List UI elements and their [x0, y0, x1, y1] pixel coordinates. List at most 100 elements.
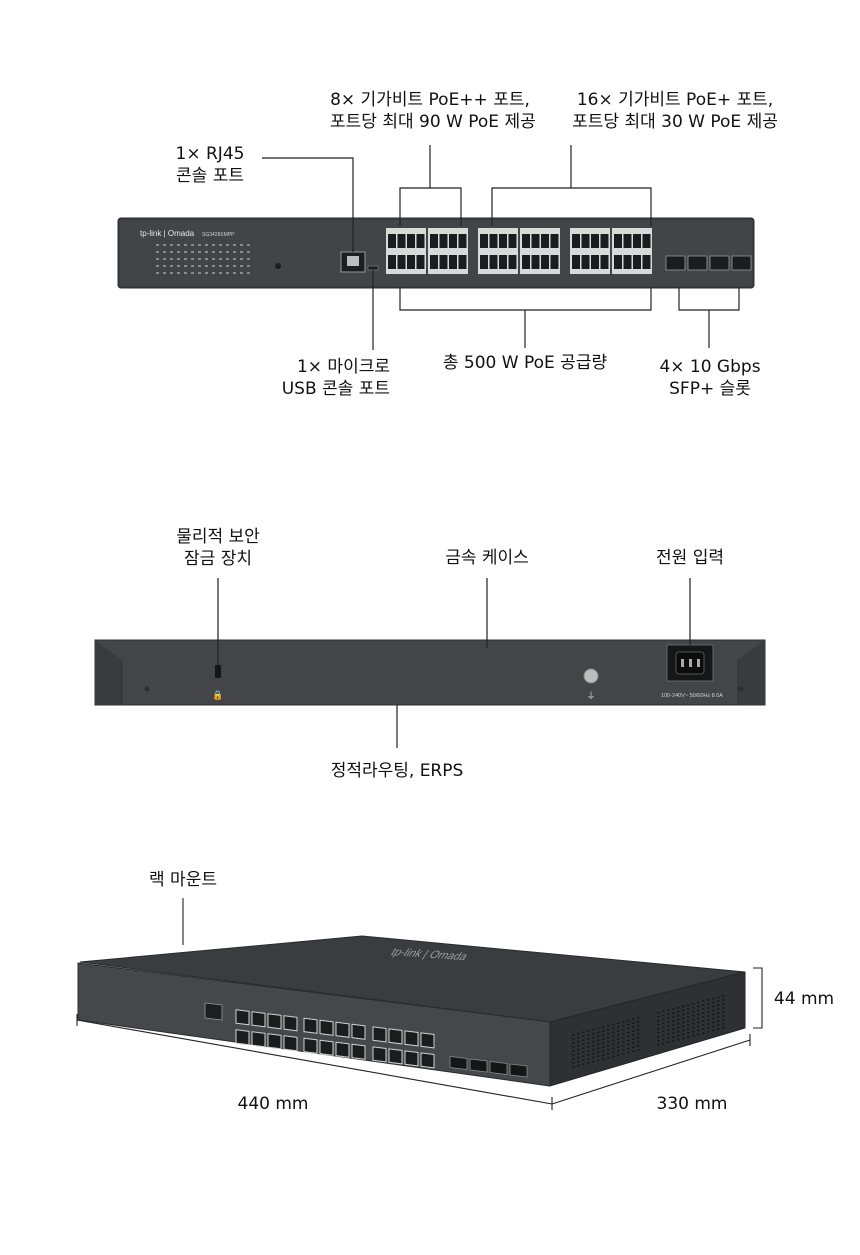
- vent-hole: [672, 1028, 675, 1030]
- angled-rj45-port: [235, 1009, 250, 1026]
- led-indicator: [219, 258, 222, 260]
- angled-rj45-port: [335, 1021, 350, 1038]
- vent-hole: [637, 1037, 640, 1039]
- vent-hole: [602, 1042, 605, 1044]
- angled-rj45-port: [404, 1030, 419, 1047]
- vent-hole: [577, 1032, 580, 1035]
- vent-hole: [622, 1025, 625, 1027]
- angled-rj45-port: [283, 1035, 298, 1052]
- vent-hole: [632, 1022, 635, 1024]
- vent-hole: [702, 1024, 705, 1026]
- label-poe-plus: 16× 기가비트 PoE+ 포트, 포트당 최대 30 W PoE 제공: [560, 89, 790, 133]
- vent-hole: [682, 1029, 685, 1032]
- vent-hole: [602, 1050, 605, 1052]
- vent-hole: [572, 1046, 575, 1048]
- vent-hole: [672, 1032, 675, 1034]
- vent-hole: [607, 1056, 610, 1059]
- vent-hole: [707, 1003, 710, 1005]
- label-rj45-console-line2: 콘솔 포트: [176, 166, 244, 186]
- vent-hole: [687, 1036, 690, 1038]
- vent-hole: [622, 1049, 625, 1051]
- led-indicator: [163, 265, 166, 267]
- led-indicator: [240, 251, 243, 253]
- vent-hole: [707, 1027, 710, 1029]
- rj45-port: [407, 255, 415, 269]
- vent-hole: [602, 1058, 605, 1060]
- vent-hole: [692, 1026, 695, 1029]
- rj45-port: [581, 234, 590, 248]
- vent-hole: [697, 1025, 700, 1028]
- led-indicator: [205, 272, 208, 274]
- vent-hole: [662, 1022, 665, 1025]
- vent-hole: [657, 1044, 660, 1046]
- label-routing: 정적라우팅, ERPS: [330, 761, 464, 781]
- vent-hole: [617, 1030, 620, 1032]
- vent-hole: [662, 1014, 665, 1017]
- vent-hole: [717, 996, 720, 998]
- vent-hole: [602, 1026, 605, 1028]
- lock-icon: 🔒: [212, 690, 223, 701]
- rear-screw-left: [144, 686, 150, 692]
- vent-hole: [612, 1027, 615, 1030]
- vent-hole: [712, 1005, 715, 1008]
- vent-hole: [617, 1038, 620, 1040]
- vent-hole: [667, 1041, 670, 1043]
- led-indicator: [233, 244, 236, 246]
- rj45-port: [489, 234, 498, 248]
- vent-hole: [612, 1039, 615, 1042]
- rj45-port: [388, 234, 396, 248]
- led-indicator: [163, 251, 166, 253]
- vent-hole: [667, 1037, 670, 1039]
- rear-screw-right: [738, 686, 744, 692]
- vent-hole: [667, 1013, 670, 1015]
- rj45-port: [531, 234, 540, 248]
- vent-hole: [622, 1045, 625, 1047]
- vent-hole: [627, 1035, 630, 1038]
- led-indicator: [226, 265, 229, 267]
- vent-hole: [622, 1021, 625, 1023]
- front-panel: tp-link | Omada SG3428XMPP: [117, 217, 755, 289]
- vent-hole: [672, 1008, 675, 1010]
- rj45-port: [572, 255, 580, 269]
- angled-rj45-port: [235, 1029, 250, 1046]
- rj45-port: [430, 255, 438, 269]
- vent-hole: [657, 1040, 660, 1042]
- angled-side-face: [549, 971, 746, 1087]
- vent-hole: [607, 1048, 610, 1051]
- vent-hole: [692, 1030, 695, 1033]
- label-rj45-console-line1: 1× RJ45: [175, 144, 245, 164]
- led-indicator: [198, 244, 201, 246]
- led-indicator: [184, 244, 187, 246]
- led-indicator: [219, 272, 222, 274]
- vent-hole: [597, 1051, 600, 1054]
- vent-hole: [672, 1016, 675, 1018]
- vent-hole: [587, 1050, 590, 1052]
- vent-hole: [622, 1053, 625, 1055]
- vent-hole: [592, 1044, 595, 1047]
- vent-hole: [617, 1046, 620, 1048]
- led-indicator: [163, 272, 166, 274]
- label-poe-plus-line2: 포트당 최대 30 W PoE 제공: [572, 112, 778, 132]
- vent-hole: [637, 1033, 640, 1035]
- rj45-port: [458, 255, 467, 269]
- vent-hole: [697, 1033, 700, 1036]
- vent-hole: [722, 1007, 725, 1009]
- micro-usb-port: [367, 265, 379, 271]
- vent-hole: [632, 1018, 635, 1020]
- vent-hole: [717, 1008, 720, 1010]
- vent-hole: [672, 1024, 675, 1026]
- vent-hole: [692, 1014, 695, 1017]
- angled-sfp-slot: [449, 1056, 468, 1070]
- ground-screw: [583, 668, 599, 684]
- led-indicator: [247, 265, 250, 267]
- angled-rj45-port: [388, 1028, 403, 1045]
- led-indicator: [212, 272, 215, 274]
- vent-hole: [667, 1033, 670, 1035]
- led-indicator: [191, 272, 194, 274]
- label-poe-plus-plus-line2: 포트당 최대 90 W PoE 제공: [330, 112, 536, 132]
- vent-hole: [677, 1010, 680, 1013]
- rj45-port: [499, 255, 507, 269]
- label-dim-depth: 330 mm: [656, 1094, 728, 1114]
- vent-hole: [632, 1050, 635, 1052]
- vent-hole: [667, 1029, 670, 1031]
